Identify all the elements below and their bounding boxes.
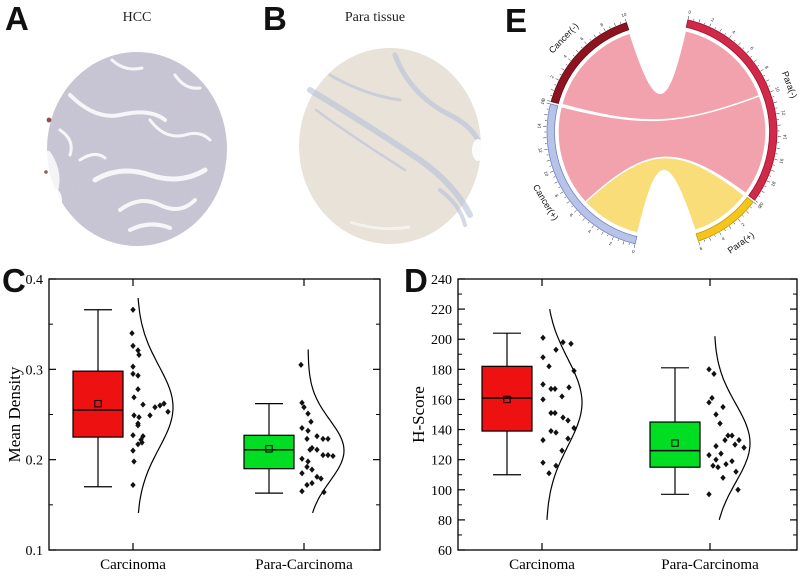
scatter-points	[298, 361, 336, 496]
scatter-points	[540, 334, 577, 477]
chord-tick-label: 8	[764, 65, 770, 70]
y-tick-label: 140	[431, 424, 452, 439]
chord-sector-label: Cancer(-)	[547, 21, 580, 55]
chord-tick-label: 2	[711, 17, 716, 23]
chord-tick-label: 10	[621, 12, 628, 18]
chord-tick-label: 6	[749, 45, 755, 51]
chord-tick-label: 4	[562, 53, 568, 58]
chord-tick-label: 2	[740, 222, 746, 228]
panel-b-title: Para tissue	[344, 10, 406, 25]
y-tick-label: 220	[431, 303, 452, 318]
y-tick-label: 0.1	[26, 544, 44, 559]
chord-tick-label: 6	[569, 212, 575, 218]
distribution-curve	[714, 336, 751, 521]
box	[481, 365, 533, 432]
chord-sector-label: Para(+)	[726, 230, 756, 256]
chord-tick-label: 10	[774, 86, 781, 93]
chord-tick-label: 12	[781, 110, 787, 116]
chord-tick-label: 16	[540, 98, 546, 105]
mean-marker	[94, 399, 102, 408]
mean-marker	[265, 445, 273, 453]
box-group-carcinoma	[481, 332, 533, 476]
chord-tick-label: 0	[631, 249, 635, 255]
chord-tick-label: 12	[538, 147, 544, 153]
mean-marker	[503, 395, 511, 404]
chord-sector	[550, 22, 630, 105]
y-tick-label: 240	[431, 273, 452, 288]
scatter-points	[129, 306, 171, 489]
chord-tick-label: 16	[778, 158, 784, 165]
box-group-carcinoma	[72, 309, 124, 488]
y-tick-label: 100	[431, 484, 452, 499]
chord-sector-label: Cancer(+)	[531, 183, 560, 223]
panel-a-letter: A	[5, 0, 29, 37]
x-category-label: Para-Carcinoma	[661, 557, 759, 573]
box-group-para-carcinoma	[649, 367, 701, 495]
y-tick-label: 120	[431, 454, 452, 469]
y-tick-label: 180	[431, 363, 452, 378]
y-tick-label: 160	[431, 393, 452, 408]
box	[72, 370, 124, 438]
chord-tick-label: 20	[758, 201, 765, 208]
scatter-points	[706, 366, 747, 498]
chord-tick-label: 18	[770, 180, 777, 187]
mean-marker	[671, 439, 679, 447]
y-tick-label: 0.3	[26, 363, 44, 378]
panel-a-title: HCC	[122, 10, 152, 25]
chord-tick-label: 8	[599, 22, 604, 28]
h_score-chart: 60 80 100 120 140 160 180 200 220 240H-ScoreCarci…	[409, 273, 798, 573]
y-axis-label: Mean Density	[5, 366, 24, 462]
distribution-curve	[546, 308, 583, 520]
chord-tick-label: 14	[782, 134, 787, 140]
y-tick-label: 0.2	[26, 454, 44, 469]
chord-tick-label: 6	[699, 246, 703, 252]
chord-tick-label: 4	[587, 229, 592, 235]
chord-tick-label: 2	[549, 74, 555, 79]
box-group-para-carcinoma	[243, 403, 295, 494]
chord-sector	[695, 196, 754, 242]
y-tick-label: 80	[438, 514, 452, 529]
chord-sector-label: Para(-)	[780, 70, 799, 100]
chord-ribbon-2	[584, 156, 746, 234]
panel-c-letter: C	[2, 262, 26, 299]
para-tissue-image	[299, 48, 484, 244]
panel-d-letter: D	[404, 262, 428, 299]
x-category-label: Carcinoma	[509, 557, 575, 573]
chord-tick-label: 4	[721, 236, 726, 242]
y-tick-label: 60	[438, 544, 452, 559]
chord-tick-label: 8	[554, 193, 560, 198]
y-tick-label: 200	[431, 333, 452, 348]
chord-sector	[546, 103, 638, 245]
chord-tick-label: 14	[537, 123, 542, 129]
hcc-tissue-image	[42, 52, 227, 246]
chord-tick-label: 0	[541, 97, 547, 101]
distribution-curve	[307, 349, 345, 514]
x-category-label: Carcinoma	[100, 557, 166, 573]
chord-tick-label: 0	[688, 9, 692, 15]
panel-b-letter: B	[263, 0, 287, 37]
chord-tick-label: 10	[543, 171, 550, 178]
chord-tick-label: 6	[579, 36, 585, 42]
y-axis-label: H-Score	[409, 386, 428, 443]
panel-e-letter: E	[505, 2, 528, 39]
distribution-curve	[137, 297, 174, 514]
chord-tick-label: 2	[608, 241, 613, 247]
y-tick-label: 0.4	[26, 273, 44, 288]
x-category-label: Para-Carcinoma	[255, 557, 353, 573]
chord-sector	[685, 19, 778, 201]
box	[649, 421, 701, 468]
chord-tick-label: 4	[731, 29, 736, 35]
chord-tick-label: 0	[757, 204, 763, 209]
